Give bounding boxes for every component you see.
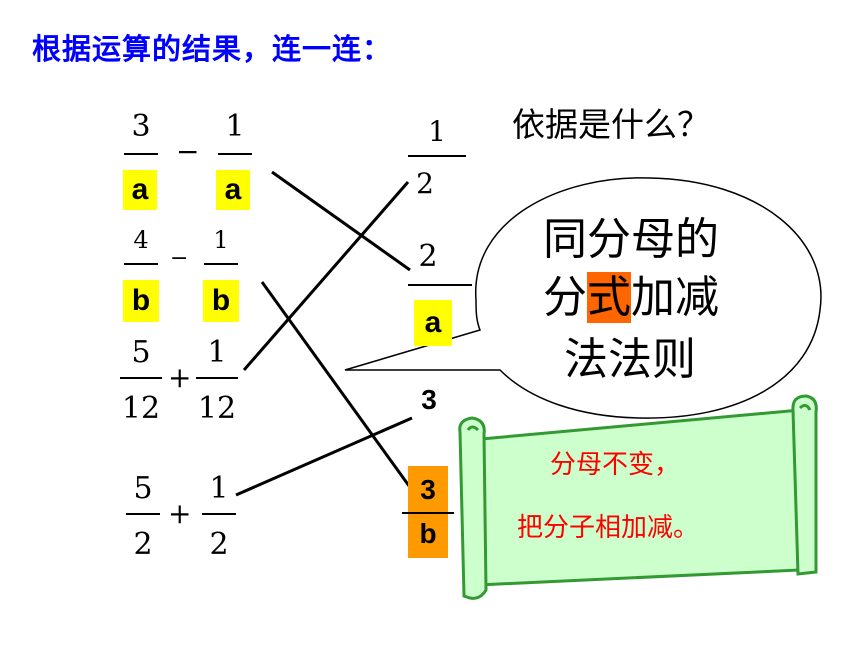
question-text: 依据是什么？ (512, 105, 710, 144)
bubble-line-2-a: 分 (543, 272, 587, 323)
left-3-bar2 (196, 377, 238, 379)
right-1-den: 2 (416, 167, 434, 200)
speech-bubble (344, 177, 822, 419)
left-1-bar2 (218, 153, 252, 155)
match-line-4 (235, 416, 413, 497)
right-2-bar (408, 284, 472, 286)
left-1-num2: 1 (225, 109, 245, 144)
match-line-3 (242, 181, 410, 371)
bubble-highlight: 式 (587, 272, 631, 323)
bubble-line-2: 分式加减 (543, 272, 719, 323)
left-3-den1: 12 (121, 391, 161, 426)
left-4-op: + (168, 497, 192, 530)
scroll-banner (458, 394, 818, 600)
left-2-num2: 1 (213, 226, 229, 254)
left-3-den2: 12 (197, 391, 237, 426)
left-4-num1: 5 (133, 471, 153, 506)
left-1-bar1 (124, 153, 158, 155)
left-4-den2: 2 (209, 527, 229, 562)
scroll-line-2: 把分子相加减。 (517, 513, 700, 543)
right-1-bar (408, 155, 466, 157)
left-2-den1: b (123, 280, 159, 322)
match-line-2 (260, 281, 414, 491)
left-4-bar1 (126, 513, 160, 515)
right-4-bar (402, 512, 454, 514)
left-3-num2: 1 (207, 335, 227, 370)
scroll-line-1: 分母不变， (550, 450, 681, 480)
left-4-den1: 2 (133, 527, 153, 562)
left-3-op: + (168, 361, 192, 394)
page-title: 根据运算的结果，连一连： (32, 32, 393, 66)
right-2-den: a (414, 300, 452, 346)
left-2-num1: 4 (133, 226, 149, 254)
left-2-bar1 (124, 263, 158, 265)
match-line-1 (271, 170, 411, 272)
right-3-whole: 3 (421, 384, 437, 415)
bubble-line-2-c: 加减 (631, 272, 719, 323)
left-1-op: − (176, 135, 200, 168)
left-2-bar2 (204, 263, 238, 265)
bubble-line-1: 同分母的 (543, 214, 719, 265)
bubble-line-3: 法法则 (564, 334, 696, 385)
left-2-op: − (170, 246, 189, 271)
left-1-den2: a (216, 170, 250, 210)
left-4-bar2 (202, 513, 236, 515)
left-1-den1: a (123, 170, 157, 210)
left-3-num1: 5 (131, 335, 151, 370)
left-2-den2: b (203, 280, 239, 322)
left-3-bar1 (120, 377, 162, 379)
right-2-num: 2 (418, 239, 438, 274)
left-1-num1: 3 (131, 109, 151, 144)
right-4-num: 3 (420, 474, 436, 505)
right-1-num: 1 (428, 115, 446, 148)
right-4-den: b (419, 518, 437, 549)
left-4-num2: 1 (209, 471, 229, 506)
